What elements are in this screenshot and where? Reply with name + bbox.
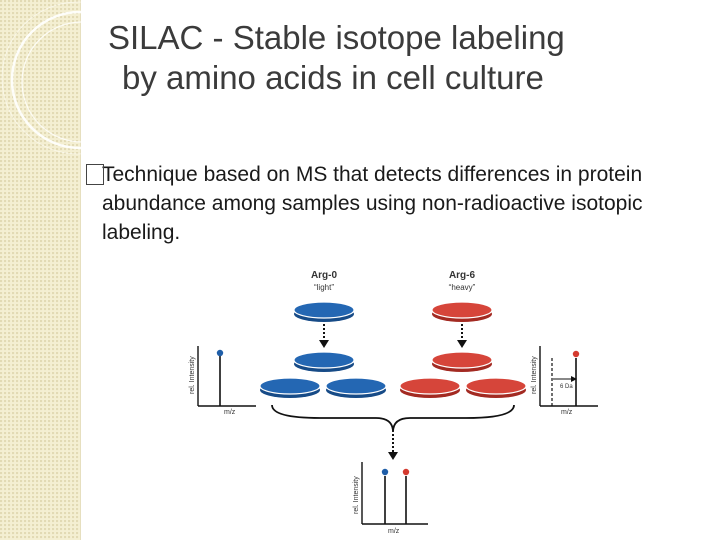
bottom-spectrum-xlabel: m/z: [388, 528, 400, 535]
heavy-label: Arg-6: [449, 270, 476, 281]
right-spectrum-annotation: 6 Da: [560, 384, 573, 390]
bottom-spectrum-ylabel: rel. Intensity: [353, 476, 360, 514]
heavy-dish-top: [432, 302, 492, 322]
right-heavy-peak: [573, 351, 579, 357]
slide-title: SILAC - Stable isotope labeling by amino…: [108, 18, 698, 98]
bullet-item: Technique based on MS that detects diffe…: [86, 160, 711, 247]
right-spectrum-xlabel: m/z: [561, 409, 573, 416]
bullet-text: Technique based on MS that detects diffe…: [86, 160, 711, 247]
bottom-heavy-peak: [403, 469, 409, 475]
left-spectrum-xlabel: m/z: [224, 409, 236, 416]
bottom-spectrum: rel. Intensity m/z: [353, 462, 428, 535]
silac-diagram: Arg-0 “light” Arg-6 “heavy”: [180, 262, 620, 540]
merge-arrow: [388, 434, 398, 460]
left-spectrum-ylabel: rel. Intensity: [189, 356, 196, 394]
light-arrow-1: [319, 324, 329, 348]
merge-brace: [272, 405, 514, 432]
left-spectrum: rel. Intensity m/z: [189, 346, 256, 416]
title-line-2: by amino acids in cell culture: [108, 58, 698, 98]
title-line-1: SILAC - Stable isotope labeling: [108, 18, 698, 58]
heavy-sublabel: “heavy”: [449, 283, 476, 292]
heavy-arrow-1: [457, 324, 467, 348]
right-spectrum-ylabel: rel. Intensity: [531, 356, 538, 394]
right-spectrum: 6 Da rel. Intensity m/z: [531, 346, 598, 416]
heavy-dish-bottom-right: [466, 378, 526, 398]
heavy-dish-bottom-left: [400, 378, 460, 398]
light-dish-middle: [294, 352, 354, 372]
heavy-dish-middle: [432, 352, 492, 372]
light-dish-bottom-right: [326, 378, 386, 398]
light-dish-top: [294, 302, 354, 322]
bullet-missing-glyph-icon: [86, 164, 104, 185]
bottom-light-peak: [382, 469, 388, 475]
light-label: Arg-0: [311, 270, 338, 281]
light-sublabel: “light”: [314, 283, 334, 292]
slide-sidebar: [0, 0, 81, 540]
light-dish-bottom-left: [260, 378, 320, 398]
left-light-peak: [217, 350, 223, 356]
